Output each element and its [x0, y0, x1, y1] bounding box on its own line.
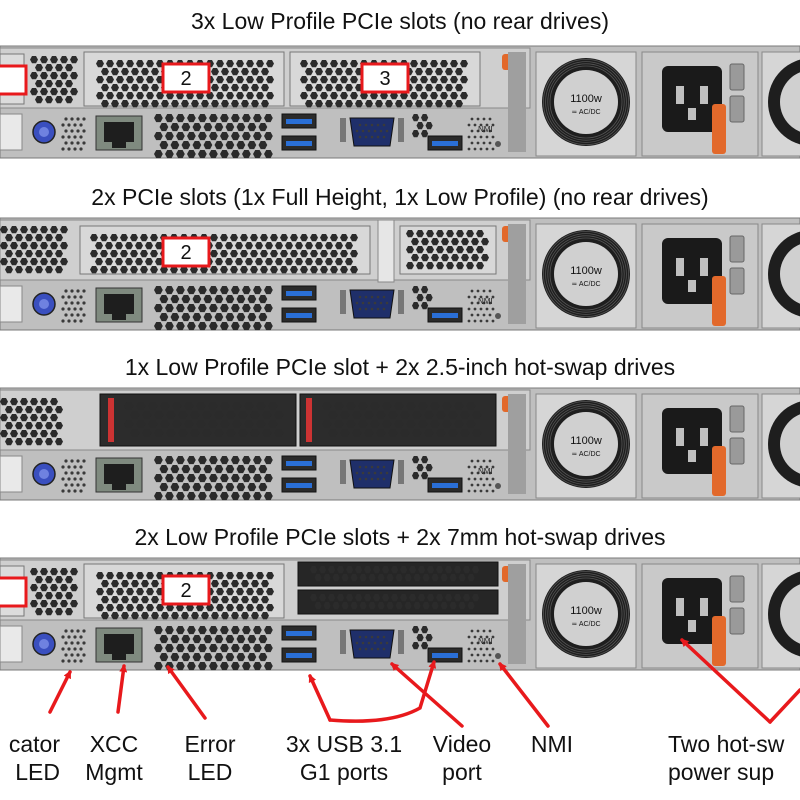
power-inlet — [662, 66, 722, 132]
nmi-button — [495, 653, 501, 659]
video-port-arrow — [390, 662, 464, 728]
error-led-arrow — [166, 665, 207, 720]
panel-4-title: 2x Low Profile PCIe slots + 2x 7mm hot-s… — [134, 524, 666, 550]
psu-release-handle — [712, 104, 726, 154]
nmi-button — [495, 313, 501, 319]
panel-3-title: 1x Low Profile PCIe slot + 2x 2.5-inch h… — [124, 354, 676, 380]
psu-watt-label: 1100w — [570, 605, 602, 617]
nmi-button — [495, 141, 501, 147]
psu-acdc-label: ≂ AC/DC — [571, 109, 600, 116]
video-port-label: Video port — [432, 731, 492, 785]
slot-2-label-number: 2 — [180, 242, 191, 264]
nmi-button-label: NMI — [478, 637, 493, 646]
usb-arrow-left — [308, 674, 332, 722]
slot-3-label-box — [360, 62, 410, 94]
slot-2-label-box — [161, 62, 211, 94]
slot-2-label-box — [161, 574, 211, 606]
panel-2-title: 2x PCIe slots (1x Full Height, 1x Low Pr… — [91, 184, 709, 210]
xcc-mgmt-label: XCC Mgmt — [85, 731, 143, 785]
power-supplies-label: Two hot-sw power sup — [668, 731, 785, 785]
id-led-area — [0, 455, 23, 493]
power-inlet — [662, 238, 722, 304]
nmi-button-label: NMI — [478, 467, 493, 476]
xcc-mgmt-arrow — [116, 664, 128, 714]
psu-watt-label: 1100w — [570, 93, 602, 105]
psu-release-handle — [712, 446, 726, 496]
nmi-button — [495, 483, 501, 489]
slot-2-label-number: 2 — [180, 580, 191, 602]
psu-release-handle — [712, 276, 726, 326]
slot-1-label-box — [0, 576, 28, 608]
nmi-button-label: NMI — [478, 297, 493, 306]
psu-fan-hub — [554, 70, 618, 134]
slot-2-label-box — [161, 236, 211, 268]
panel-1-title: 3x Low Profile PCIe slots (no rear drive… — [191, 8, 609, 34]
psu-acdc-label: ≂ AC/DC — [571, 621, 600, 628]
nmi-arrow — [498, 662, 550, 728]
slot-1-label-box — [0, 64, 28, 96]
server-rear-image-3: NMI 1100w ≂ AC/DC — [0, 387, 800, 501]
psu-watt-label: 1100w — [570, 435, 602, 447]
power-inlet — [662, 578, 722, 644]
psu-acdc-label: ≂ AC/DC — [571, 451, 600, 458]
psu-fan-hub — [554, 582, 618, 646]
psu-arrow-right — [768, 688, 800, 724]
nmi-button-label: NMI — [478, 125, 493, 134]
usb-ports-label: 3x USB 3.1 G1 ports — [285, 731, 403, 785]
id-led-area — [0, 285, 23, 323]
server-rear-panel-3: NMI 1100w ≂ AC/DC — [0, 386, 800, 502]
indicator-led-arrow — [48, 670, 72, 714]
psu-acdc-label: ≂ AC/DC — [571, 281, 600, 288]
error-led-label: Error LED — [184, 731, 236, 785]
slot-3-label-number: 3 — [379, 68, 390, 90]
drive-2-latch — [306, 398, 312, 442]
id-led-area — [0, 113, 23, 151]
power-inlet — [662, 408, 722, 474]
indicator-led-label: cator LED — [8, 731, 60, 785]
psu-fan-hub — [554, 412, 618, 476]
drive-1-latch — [108, 398, 114, 442]
psu-release-handle — [712, 616, 726, 666]
psu-watt-label: 1100w — [570, 265, 602, 277]
slot-2-label-number: 2 — [180, 68, 191, 90]
psu-fan-hub — [554, 242, 618, 306]
id-led-area — [0, 625, 23, 663]
nmi-label: NMI — [530, 731, 574, 757]
